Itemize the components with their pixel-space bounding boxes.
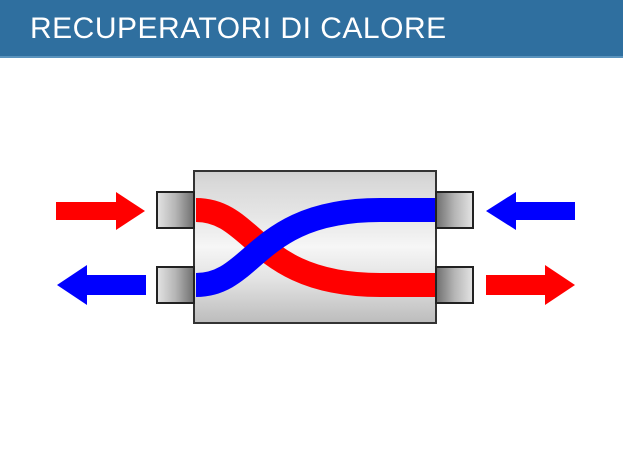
- page-title: RECUPERATORI DI CALORE: [30, 12, 447, 45]
- header-bar: RECUPERATORI DI CALORE: [0, 0, 623, 58]
- port-right-top: [435, 191, 474, 229]
- cold-inlet-arrow-icon: [486, 192, 575, 230]
- exchanger-housing: [193, 170, 437, 324]
- cold-outlet-arrow-icon: [57, 265, 146, 305]
- port-left-top: [156, 191, 195, 229]
- hot-outlet-arrow-icon: [486, 265, 575, 305]
- cold-flow-path: [195, 198, 435, 297]
- port-left-bottom: [156, 266, 195, 304]
- hot-inlet-arrow-icon: [56, 192, 145, 230]
- port-right-bottom: [435, 266, 474, 304]
